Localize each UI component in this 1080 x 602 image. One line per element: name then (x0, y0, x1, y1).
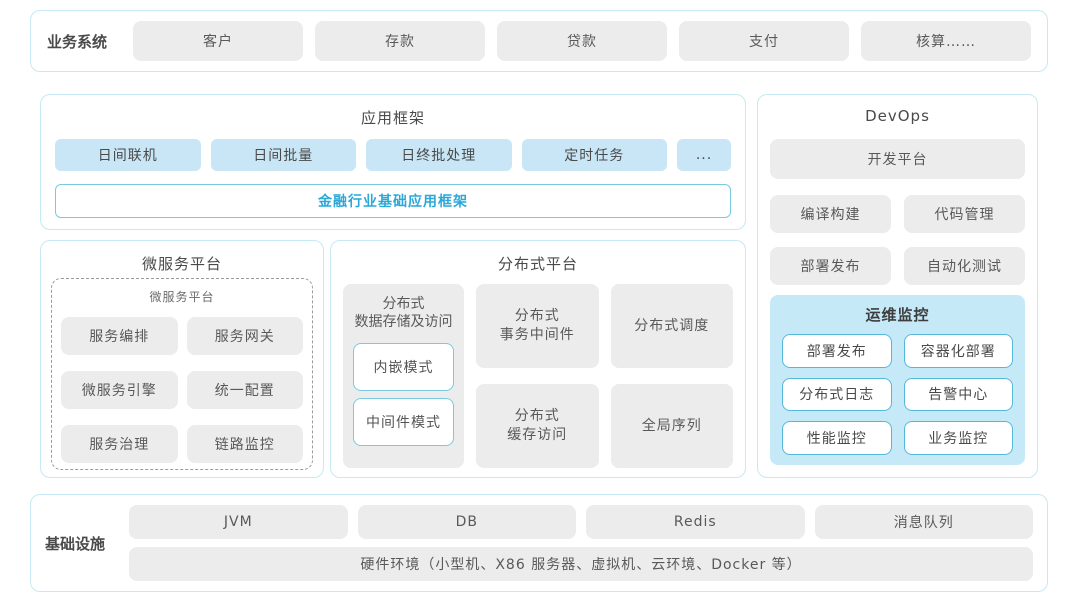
storage-title-line2: 数据存储及访问 (354, 314, 453, 331)
infrastructure-box: DB (357, 505, 577, 539)
business-system-box: 客户 (133, 21, 304, 61)
ops-monitor-items: 部署发布 容器化部署 分布式日志 告警中心 性能监控 业务监控 (782, 334, 1013, 455)
microservice-items: 服务编排 服务网关 微服务引擎 统一配置 服务治理 链路监控 (61, 317, 303, 463)
storage-mode-box: 内嵌模式 (353, 343, 454, 392)
microservice-box: 服务编排 (61, 317, 178, 355)
ops-monitor-box: 部署发布 (782, 334, 892, 368)
distributed-box: 分布式 缓存访问 (476, 384, 599, 468)
microservice-platform-title: 微服务平台 (141, 255, 222, 273)
distributed-platform-title: 分布式平台 (497, 255, 578, 273)
app-framework-title: 应用框架 (360, 109, 425, 127)
ops-monitor-box: 业务监控 (903, 421, 1013, 455)
microservice-inner-group: 微服务平台 服务编排 服务网关 微服务引擎 统一配置 服务治理 链路监控 (51, 278, 313, 470)
infrastructure-box: Redis (586, 505, 805, 539)
app-framework-box: 定时任务 (521, 139, 667, 171)
app-framework-box: 日间联机 (55, 139, 201, 171)
devops-box: 代码管理 (904, 195, 1025, 233)
microservice-inner-title: 微服务平台 (149, 290, 215, 304)
ops-monitor-box: 分布式日志 (782, 377, 892, 412)
devops-box: 部署发布 (770, 247, 891, 285)
cell-line: 分布式 (514, 308, 560, 325)
ops-monitor-box: 性能监控 (782, 421, 892, 455)
infrastructure-band: 基础设施 JVM DB Redis 消息队列 硬件环境（小型机、X86 服务器、… (30, 494, 1048, 592)
distributed-storage-group: 分布式 数据存储及访问 内嵌模式 中间件模式 (343, 284, 464, 468)
app-framework-panel: 应用框架 日间联机 日间批量 日终批处理 定时任务 ... 金融行业基础应用框架 (40, 94, 746, 230)
distributed-box: 分布式调度 (610, 284, 733, 368)
app-framework-more-box: ... (677, 139, 731, 171)
devops-title: DevOps (865, 107, 930, 125)
business-systems-band: 业务系统 客户 存款 贷款 支付 核算…… (30, 10, 1048, 72)
microservice-box: 服务网关 (186, 317, 303, 355)
app-framework-box: 日终批处理 (366, 139, 512, 171)
ops-monitor-title: 运维监控 (865, 306, 930, 324)
storage-title-line1: 分布式 (382, 296, 425, 312)
app-framework-items: 日间联机 日间批量 日终批处理 定时任务 ... (55, 139, 731, 171)
cell-line: 分布式调度 (634, 317, 710, 334)
devops-panel: DevOps 开发平台 编译构建 代码管理 部署发布 自动化测试 运维监控 部署… (757, 94, 1038, 478)
cell-line: 分布式 (514, 408, 560, 425)
business-system-box: 贷款 (497, 21, 668, 61)
business-system-box: 存款 (315, 21, 486, 61)
storage-mode-box: 中间件模式 (353, 398, 454, 447)
distributed-box: 分布式 事务中间件 (476, 284, 599, 368)
cell-line: 事务中间件 (499, 327, 575, 343)
business-systems-items: 客户 存款 贷款 支付 核算…… (133, 21, 1032, 61)
infrastructure-box: JVM (129, 505, 348, 539)
base-framework-box: 金融行业基础应用框架 (55, 184, 731, 218)
distributed-platform-body: 分布式 数据存储及访问 内嵌模式 中间件模式 分布式 事务中间件 分布式 缓存访… (343, 284, 733, 468)
hardware-environment-box: 硬件环境（小型机、X86 服务器、虚拟机、云环境、Docker 等） (129, 547, 1033, 581)
distributed-storage-title: 分布式 数据存储及访问 (353, 295, 454, 331)
infrastructure-content: JVM DB Redis 消息队列 硬件环境（小型机、X86 服务器、虚拟机、云… (129, 505, 1034, 581)
distributed-col-middle: 分布式 事务中间件 分布式 缓存访问 (476, 284, 599, 468)
distributed-col-right: 分布式调度 全局序列 (610, 284, 733, 468)
business-system-box: 核算…… (861, 21, 1032, 61)
infrastructure-label: 基础设施 (45, 534, 106, 553)
microservice-box: 链路监控 (186, 425, 303, 463)
infrastructure-box: 消息队列 (814, 505, 1034, 539)
ops-monitor-box: 告警中心 (903, 377, 1013, 412)
microservice-box: 微服务引擎 (61, 371, 178, 409)
ops-monitor-group: 运维监控 部署发布 容器化部署 分布式日志 告警中心 性能监控 业务监控 (770, 295, 1025, 465)
dev-platform-box: 开发平台 (770, 139, 1025, 179)
ops-monitor-box: 容器化部署 (903, 334, 1013, 368)
distributed-box: 全局序列 (610, 384, 733, 468)
devops-box: 自动化测试 (904, 247, 1025, 285)
distributed-platform-panel: 分布式平台 分布式 数据存储及访问 内嵌模式 中间件模式 分布式 事务中间件 分… (330, 240, 746, 478)
business-systems-label: 业务系统 (47, 32, 108, 51)
microservice-box: 服务治理 (61, 425, 178, 463)
business-system-box: 支付 (679, 21, 850, 61)
cell-line: 全局序列 (641, 417, 702, 434)
microservice-box: 统一配置 (186, 371, 303, 409)
devops-box: 编译构建 (770, 195, 891, 233)
microservice-platform-panel: 微服务平台 微服务平台 服务编排 服务网关 微服务引擎 统一配置 服务治理 链路… (40, 240, 324, 478)
devops-items: 编译构建 代码管理 部署发布 自动化测试 (770, 195, 1025, 285)
app-framework-box: 日间批量 (210, 139, 356, 171)
cell-line: 缓存访问 (507, 427, 568, 443)
infrastructure-items: JVM DB Redis 消息队列 (129, 505, 1034, 539)
